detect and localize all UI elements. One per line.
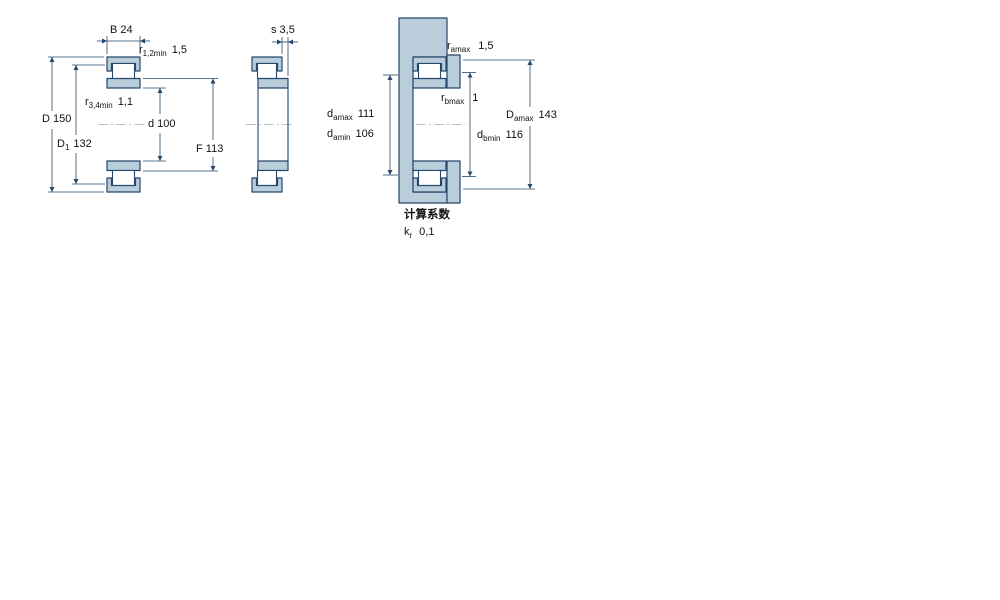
roller-top (111, 62, 136, 80)
dimension-s: s 3,5 (271, 24, 298, 76)
inner-ring-top (412, 77, 447, 89)
label-F: F 113 (196, 143, 223, 155)
side-view: s 3,5 (246, 24, 298, 193)
calculation-factors-heading: 计算系数 (404, 207, 450, 221)
roller-bottom (111, 169, 136, 187)
roller-top (256, 62, 278, 80)
dimension-F: F 113 (143, 78, 223, 172)
roller-top (417, 62, 442, 80)
roller-bottom (417, 169, 442, 187)
abutment-shoulder-lower (446, 160, 461, 204)
label-d: d 100 (148, 118, 176, 130)
outer-ring-bottom (412, 177, 447, 193)
roller-bottom (256, 169, 278, 187)
dimension-D: D 150 (42, 56, 104, 193)
label-B: B 24 (110, 24, 133, 36)
dimension-B: B 24 (97, 24, 150, 54)
abutment-shoulder-upper (446, 54, 461, 89)
outer-ring-top (251, 56, 283, 72)
label-s: s 3,5 (271, 24, 295, 36)
inner-ring-top (257, 77, 289, 89)
inner-ring-top (106, 77, 141, 89)
inner-ring-bottom (412, 160, 447, 172)
dimension-d: d 100 (143, 87, 176, 162)
label-D: D 150 (42, 113, 71, 125)
outer-ring-bottom (106, 177, 141, 193)
inner-ring-bottom (257, 160, 289, 172)
outer-ring-top (412, 56, 447, 72)
inner-ring-bottom (106, 160, 141, 172)
outer-ring-top (106, 56, 141, 72)
outer-ring-bottom (251, 177, 283, 193)
